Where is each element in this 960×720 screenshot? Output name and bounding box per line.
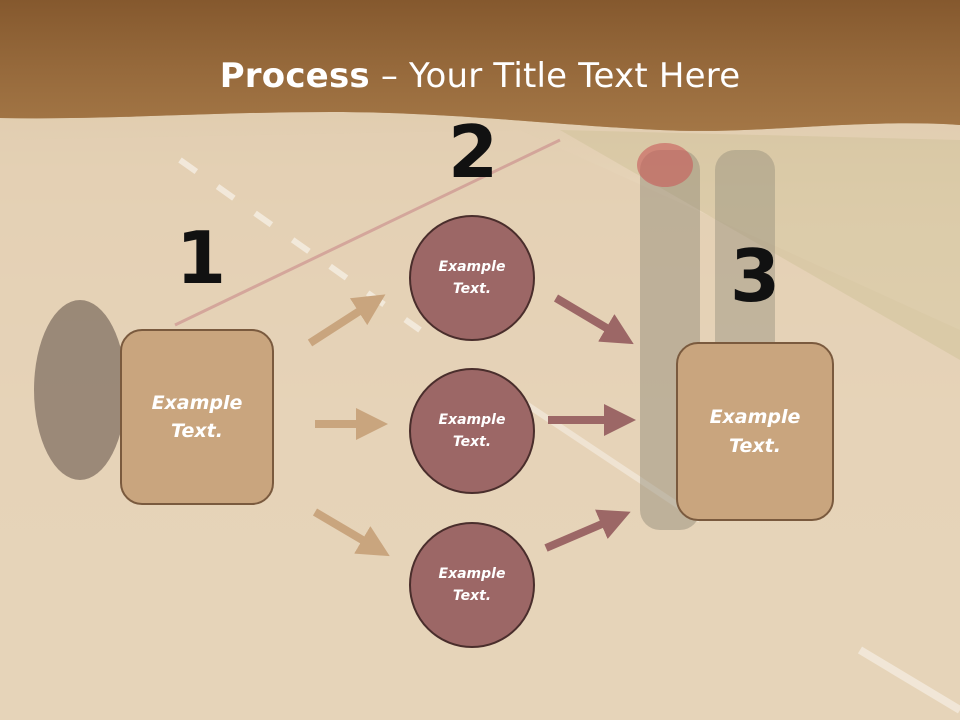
step-number-1: 1 [176,216,227,300]
slide-title: Process – Your Title Text Here [0,56,960,96]
right-box-text: Example Text. [709,406,801,457]
arrow-from-top-circle [553,294,634,345]
arrow-to-bottom-circle [312,508,390,557]
title-rest: – Your Title Text Here [369,56,741,96]
top-circle-text: Example Text. [438,258,506,297]
arrow-from-bottom-circle [544,509,631,552]
middle-circle-text: Example Text. [438,411,506,450]
step-number-2: 2 [448,110,499,194]
right-text-box[interactable]: Example Text. [676,342,834,521]
bottom-circle-text: Example Text. [438,565,506,604]
middle-circle[interactable]: Example Text. [409,368,535,494]
left-text-box[interactable]: Example Text. [120,329,274,505]
bottom-circle[interactable]: Example Text. [409,522,535,648]
step-number-3: 3 [730,234,781,318]
arrow-to-top-circle [307,294,386,347]
title-bold: Process [219,56,370,96]
top-circle[interactable]: Example Text. [409,215,535,341]
left-box-text: Example Text. [151,391,243,443]
